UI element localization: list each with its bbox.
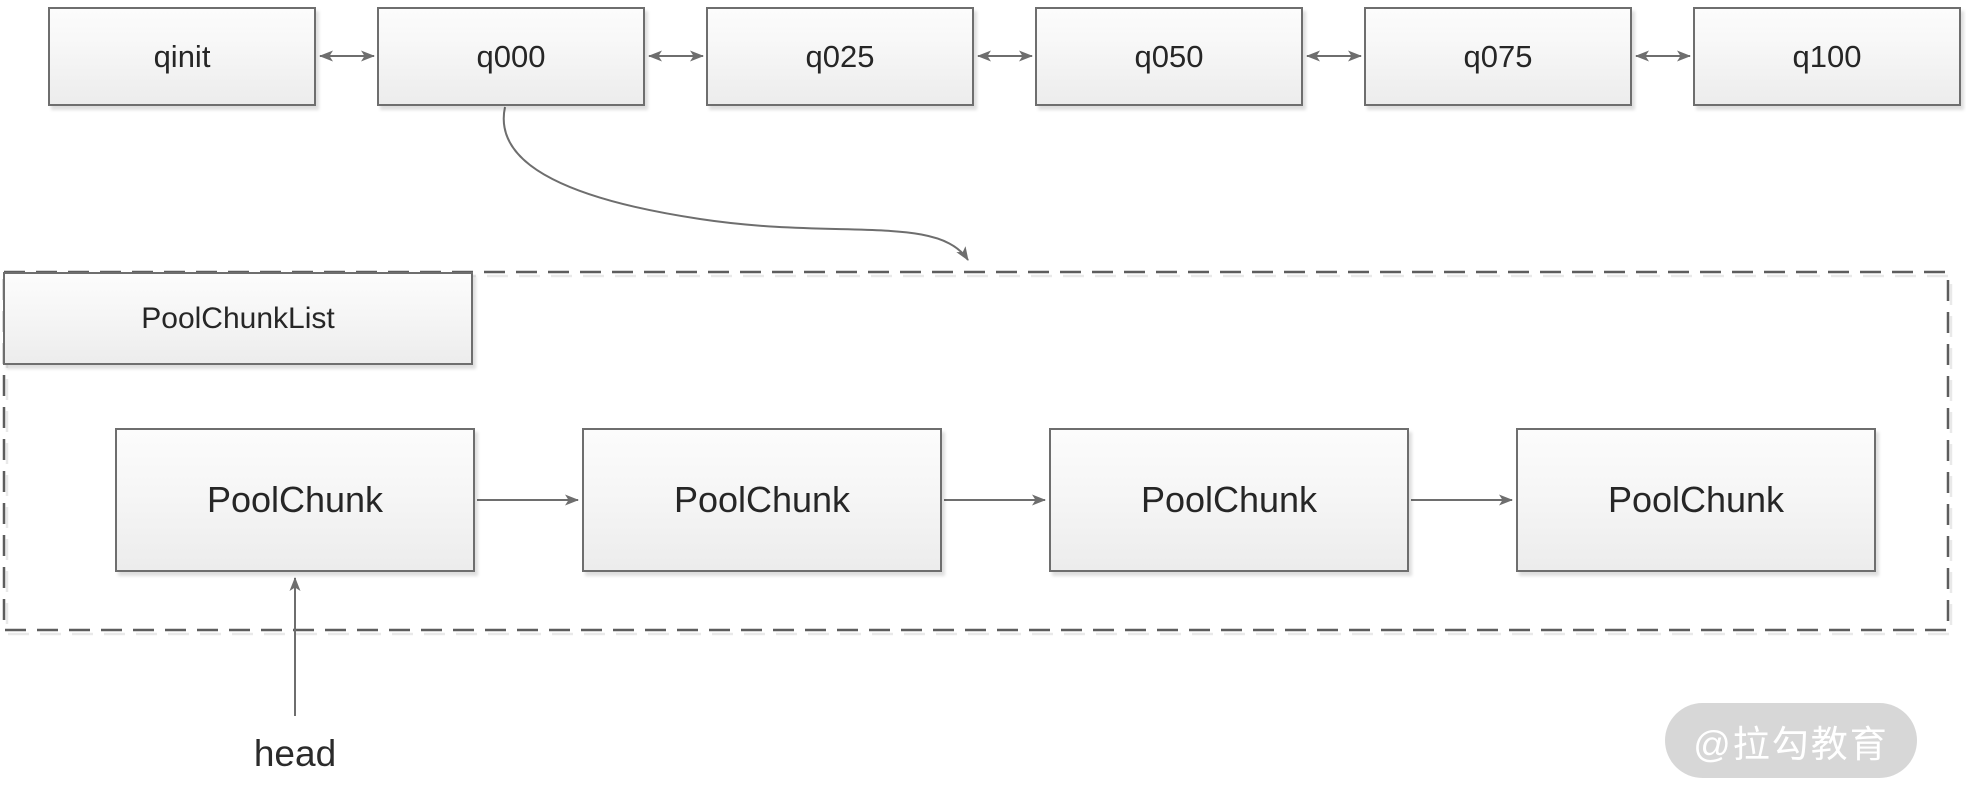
watermark-badge: @拉勾教育 (1665, 703, 1917, 778)
node-pool-chunk-4: PoolChunk (1516, 428, 1876, 572)
pool-chunk-2-label: PoolChunk (673, 479, 851, 520)
node-q075-label: q075 (1463, 38, 1533, 74)
pool-chunk-list-label: PoolChunkList (141, 301, 335, 335)
watermark-text: @拉勾教育 (1693, 723, 1889, 765)
node-q050: q050 (1035, 7, 1303, 106)
pool-chunk-3-label: PoolChunk (1140, 479, 1318, 520)
node-pool-chunk-2: PoolChunk (582, 428, 942, 572)
node-pool-chunk-3: PoolChunk (1049, 428, 1409, 572)
node-qinit: qinit (48, 7, 316, 106)
pool-chunk-list-container (2, 270, 1950, 632)
q000-to-poolchunklist-arrow (502, 106, 969, 261)
node-q100-label: q100 (1792, 38, 1862, 74)
node-q025: q025 (706, 7, 974, 106)
node-q050-label: q050 (1134, 38, 1204, 74)
node-q000: q000 (377, 7, 645, 106)
head-label: head (253, 733, 337, 774)
node-pool-chunk-1: PoolChunk (115, 428, 475, 572)
node-qinit-label: qinit (153, 38, 211, 74)
node-pool-chunk-list: PoolChunkList (3, 272, 473, 365)
pool-chunk-1-label: PoolChunk (206, 479, 384, 520)
node-q000-label: q000 (476, 38, 546, 74)
pool-chunk-list-container-shadow (5, 274, 1953, 636)
node-q100: q100 (1693, 7, 1961, 106)
node-q025-label: q025 (805, 38, 875, 74)
pool-chunk-4-label: PoolChunk (1607, 479, 1785, 520)
node-q075: q075 (1364, 7, 1632, 106)
